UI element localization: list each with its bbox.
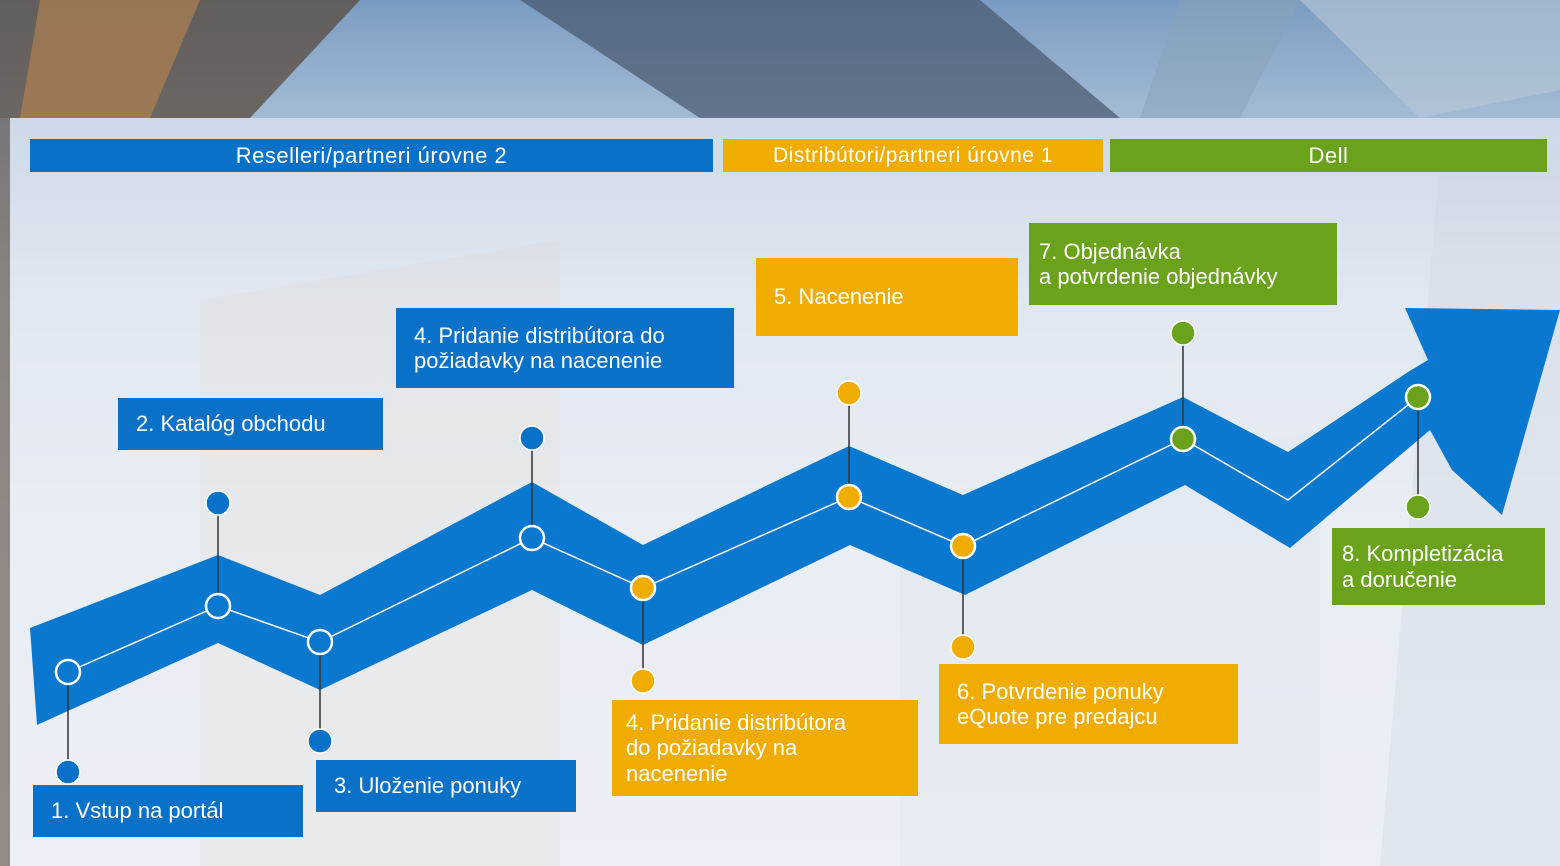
node-step5-band [835,483,863,511]
node-step4a-band [518,524,546,552]
step-5-box: 5. Nacenenie [756,258,1018,336]
step-3-box: 3. Uloženie ponuky [316,760,576,812]
step-6-label-line1: 6. Potvrdenie ponuky [957,678,1164,704]
node-step1-band [54,658,82,686]
node-step8-band [1404,383,1432,411]
step-2-box: 2. Katalóg obchodu [118,398,383,450]
node-step7-end [1170,320,1196,346]
step-1-box: 1. Vstup na portál [33,785,303,837]
step-6-box: 6. Potvrdenie ponuky eQuote pre predajcu [939,664,1238,744]
node-step1-end [55,759,81,785]
step-4a-label-line1: 4. Pridanie distribútora do [414,322,665,348]
step-4b-label-line2: do požiadavky na [626,735,798,761]
step-4a-label-line2: požiadavky na nacenenie [414,348,663,373]
node-step3-band [306,628,334,656]
step-7-box: 7. Objednávka a potvrdenie objednávky [1029,223,1337,305]
step-1-label: 1. Vstup na portál [51,798,224,824]
node-step6-band [949,532,977,560]
step-4b-label-line3: nacenenie [626,760,728,786]
step-8-label-line2: a doručenie [1342,566,1457,592]
dell-header: Dell [1110,139,1547,172]
node-step7-band [1169,425,1197,453]
node-step4b-end [630,668,656,694]
distributors-header: Distribútori/partneri úrovne 1 [723,139,1103,172]
node-step3-end [307,728,333,754]
step-6-label-line2: eQuote pre predajcu [957,704,1158,729]
step-7-label-line1: 7. Objednávka [1039,238,1181,264]
step-5-label: 5. Nacenenie [774,284,904,310]
step-8-box: 8. Kompletizácia a doručenie [1332,528,1545,605]
node-step8-end [1405,494,1431,520]
node-step4a-end [519,425,545,451]
flow-center-line [67,396,1419,673]
node-step5-end [836,380,862,406]
node-step2-band [204,592,232,620]
step-2-label: 2. Katalóg obchodu [136,411,326,437]
step-4b-label-line1: 4. Pridanie distribútora [626,710,847,736]
step-7-label-line2: a potvrdenie objednávky [1039,264,1278,289]
node-step6-end [950,634,976,660]
step-4b-box: 4. Pridanie distribútora do požiadavky n… [612,700,918,796]
resellers-header: Reselleri/partneri úrovne 2 [30,139,713,172]
step-3-label: 3. Uloženie ponuky [334,773,522,799]
step-4a-box: 4. Pridanie distribútora do požiadavky n… [396,308,734,388]
step-8-label-line1: 8. Kompletizácia [1342,541,1504,567]
node-step2-end [205,490,231,516]
node-step4b-band [629,574,657,602]
flow-arrow-band [30,308,1560,725]
